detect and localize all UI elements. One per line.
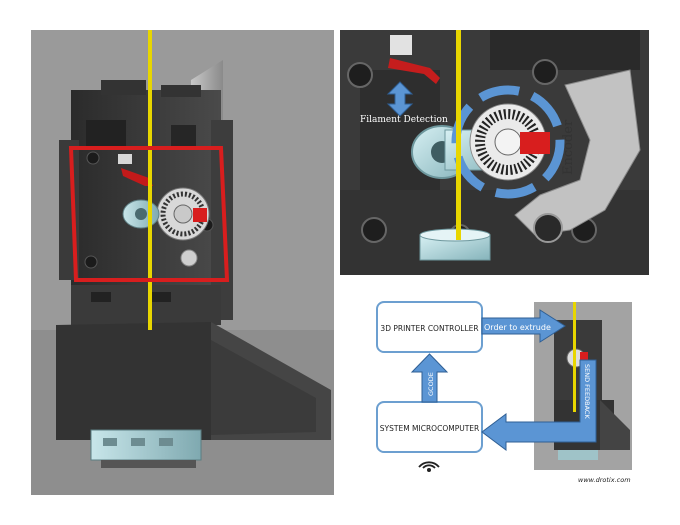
order-label: Order to extrude bbox=[484, 323, 551, 332]
send-feedback-arrow bbox=[481, 359, 597, 451]
zoom-highlight-frame bbox=[68, 146, 230, 282]
extruder-render-panel bbox=[31, 30, 334, 495]
extruder-render bbox=[31, 30, 334, 495]
feedback-loop-svg: 3D PRINTER CONTROLLER SYSTEM MICROCOMPUT… bbox=[376, 301, 632, 484]
encoder-detail-render: Filament Detection Encoder bbox=[340, 30, 649, 275]
encoder-label: Encoder bbox=[561, 119, 576, 175]
wifi-icon bbox=[418, 461, 440, 472]
encoder-detail-panel: Filament Detection Encoder bbox=[340, 30, 649, 275]
gcode-label: GCODE bbox=[427, 372, 435, 396]
feedback-label: SEND FEEDBACK bbox=[583, 364, 591, 419]
feedback-loop-diagram: 3D PRINTER CONTROLLER SYSTEM MICROCOMPUT… bbox=[340, 280, 649, 495]
order-to-extrude-arrow bbox=[481, 309, 566, 343]
website-label: www.drotix.com bbox=[578, 476, 631, 484]
controller-label: 3D PRINTER CONTROLLER bbox=[380, 324, 478, 333]
filament-detection-label: Filament Detection bbox=[360, 115, 448, 125]
microcomputer-label: SYSTEM MICROCOMPUTER bbox=[380, 424, 479, 433]
gcode-arrow bbox=[410, 353, 449, 403]
